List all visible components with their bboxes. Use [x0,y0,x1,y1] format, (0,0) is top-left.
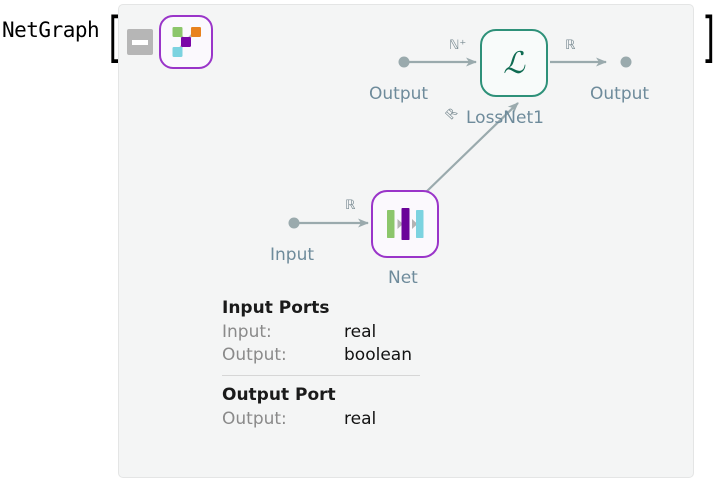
ports-divider [222,375,420,376]
input-ports-heading: Input Ports [222,298,330,318]
table-row: Output: boolean [222,344,412,367]
table-row: Output: real [222,408,376,431]
port-dot-input [288,217,300,229]
label-output-right: Output [590,84,650,104]
expression-head: NetGraph [2,18,100,42]
port-label: Output: [222,409,287,429]
input-ports-table: Input: real Output: boolean [222,321,412,367]
bracket-open: [ [104,6,124,69]
netgraph-icon[interactable] [159,15,213,69]
graph-node-lossnet1[interactable]: ℒ [480,29,548,97]
output-ports-table: Output: real [222,408,376,431]
output-port-heading: Output Port [222,385,336,405]
label-lossnet1: LossNet1 [466,108,544,128]
graph-edge-canvas [118,4,694,304]
graph-node-net[interactable] [371,190,439,258]
lossnet1-glyph: ℒ [503,45,525,81]
port-value: boolean [344,345,412,365]
netgraph-icon-glyph [172,27,201,57]
table-row: Input: real [222,321,412,344]
port-value: real [344,409,377,429]
port-value: real [344,322,377,342]
netchain-icon [373,192,437,256]
edge-type-net-in: ℝ [345,198,356,213]
port-dot-output-right [620,56,632,68]
port-label: Output: [222,345,287,365]
ports-summary: Input Ports Input: real Output: boolean … [222,298,482,431]
label-output-left: Output [369,84,429,104]
bracket-close: ] [700,6,718,69]
port-label: Input: [222,322,272,342]
edge-type-lossnet1-in: ℕ⁺ [449,38,467,53]
label-input: Input [270,245,315,265]
collapse-minus-button[interactable] [127,29,153,55]
edge-net-to-lossnet1 [423,102,519,195]
port-dot-output-left [398,56,410,68]
edge-type-lossnet1-out: ℝ [565,38,576,53]
label-net: Net [388,268,418,288]
